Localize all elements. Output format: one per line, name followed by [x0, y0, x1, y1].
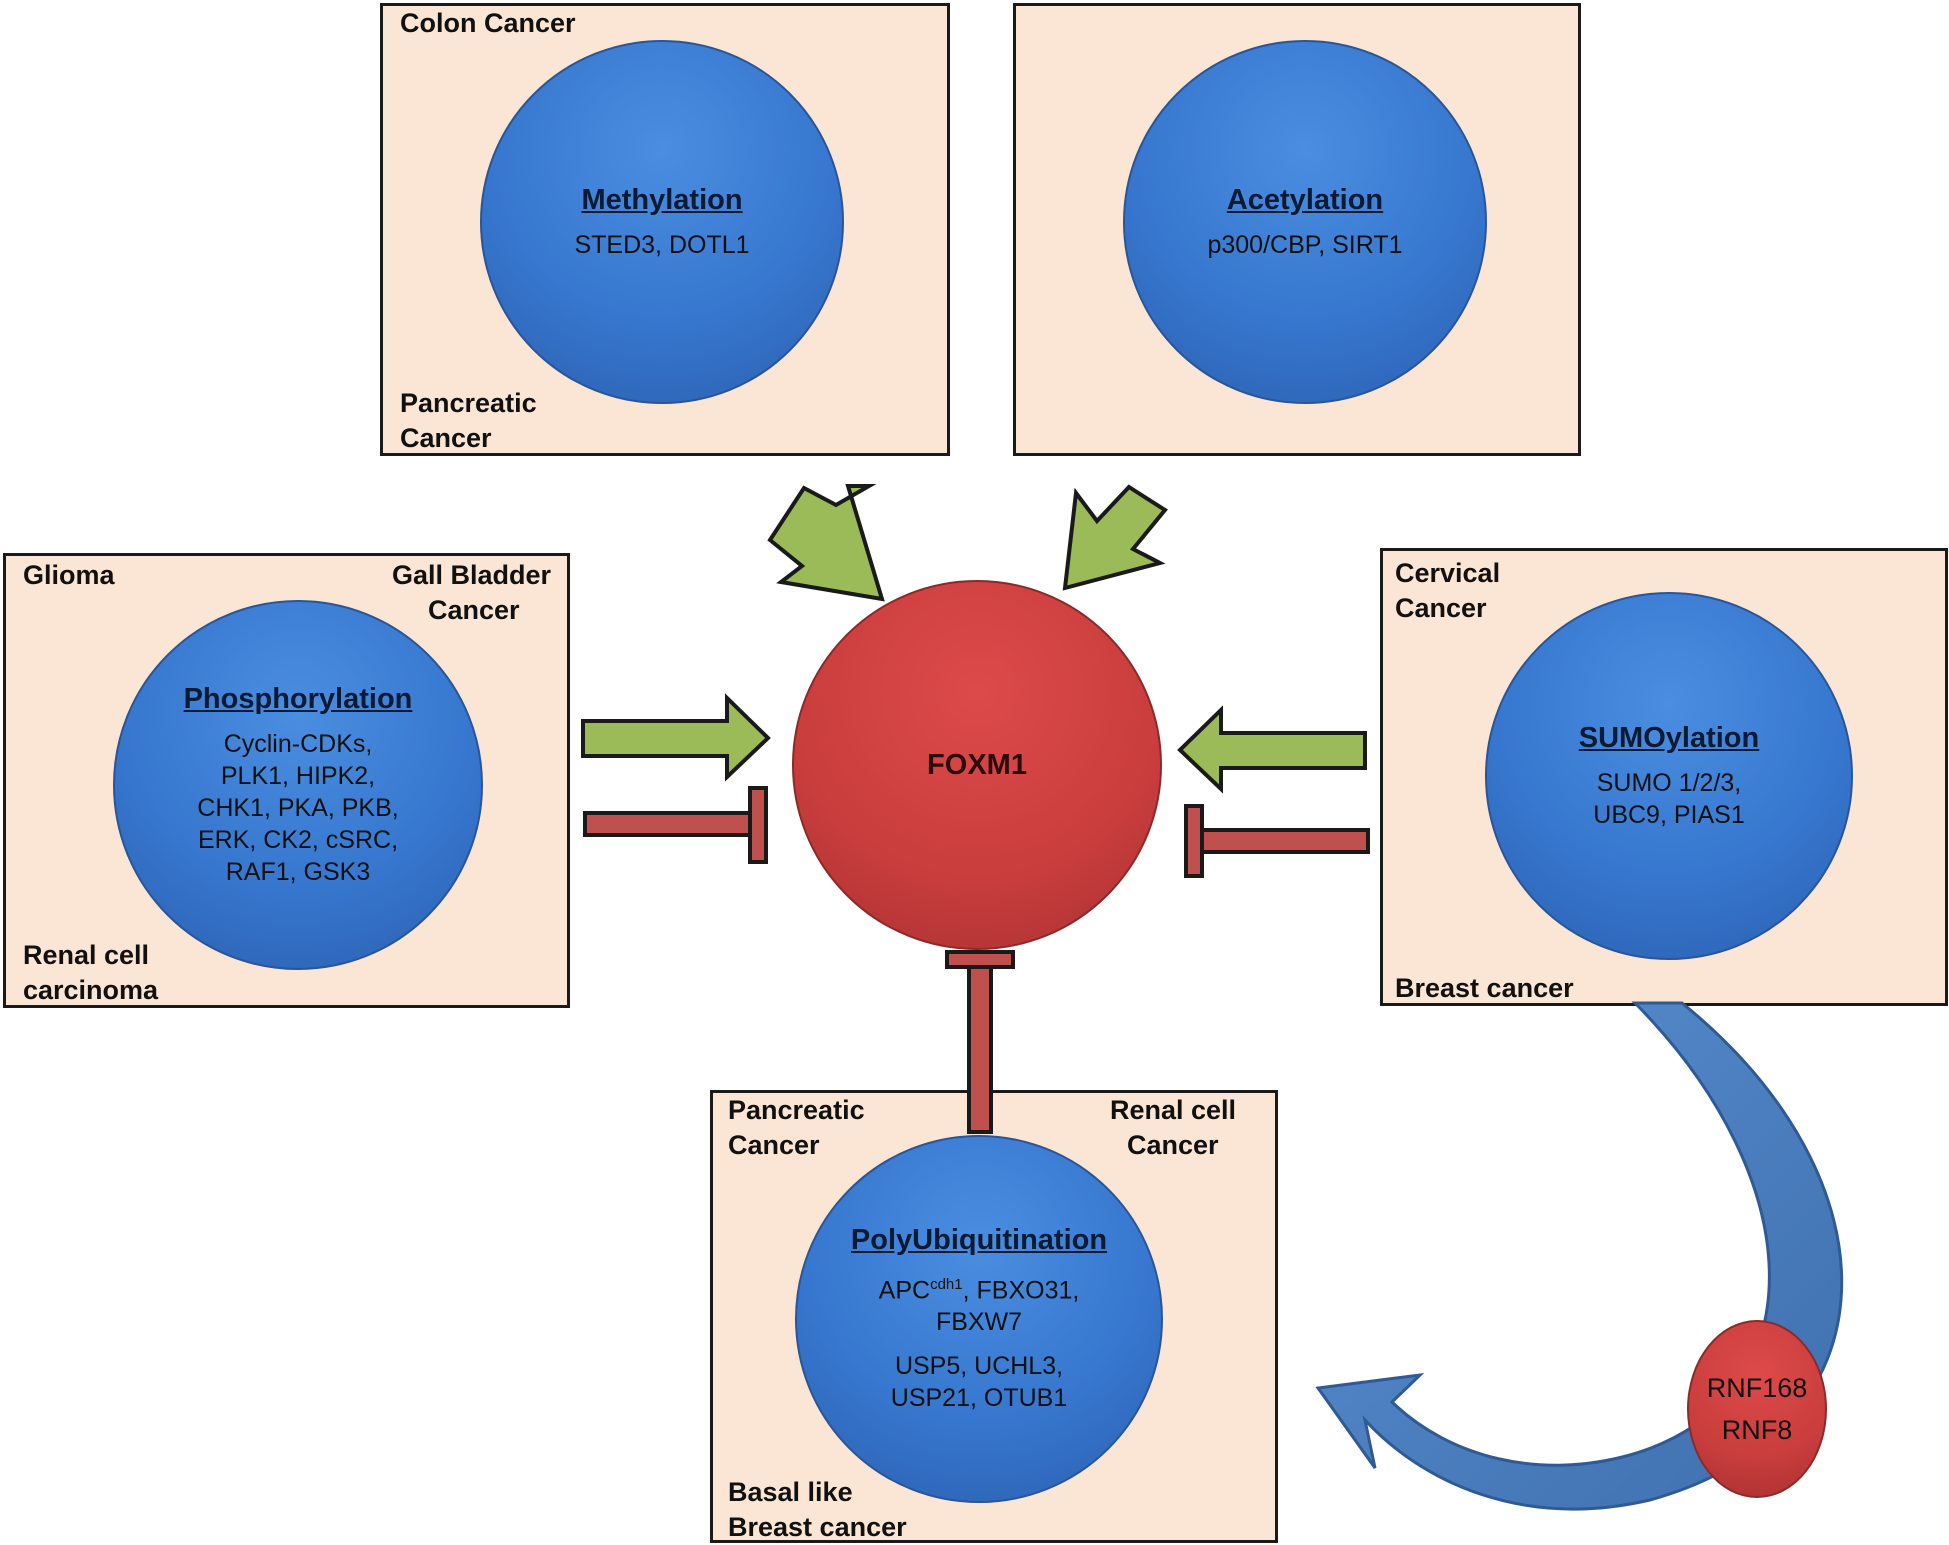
polyubiquitination-inhibition-bar	[945, 950, 1015, 1134]
enzyme-line: p300/CBP, SIRT1	[1207, 230, 1403, 259]
cancer-label: Renal cell	[23, 940, 150, 970]
node-title: PolyUbiquitination	[850, 1223, 1108, 1256]
enzyme-line: CHK1, PKA, PKB,	[197, 793, 399, 822]
cancer-label: Cancer	[400, 423, 492, 453]
sumoylation-activation-arrow	[1177, 705, 1367, 794]
enzyme-line: ERK, CK2, cSRC,	[197, 825, 399, 854]
mediator-label: RNF8	[1721, 1415, 1793, 1445]
foxm1-label: FOXM1	[927, 748, 1027, 781]
cancer-label: Breast cancer	[1395, 973, 1574, 1003]
cancer-label: carcinoma	[23, 975, 159, 1005]
cancer-label: Renal cell	[1110, 1095, 1237, 1125]
cancer-label: Pancreatic	[728, 1095, 865, 1125]
enzyme-line: STED3, DOTL1	[574, 230, 750, 259]
cancer-label: Basal like	[728, 1477, 853, 1507]
methylation-activation-arrow	[767, 484, 885, 602]
enzyme-line: UBC9, PIAS1	[1593, 800, 1745, 829]
sumoylation-node: SUMOylation SUMO 1/2/3, UBC9, PIAS1	[1485, 592, 1853, 960]
cancer-label: Cancer	[1395, 593, 1487, 623]
enzyme-line: Cyclin-CDKs,	[223, 729, 373, 758]
cancer-label: Breast cancer	[728, 1512, 907, 1542]
node-title: SUMOylation	[1578, 721, 1760, 754]
phosphorylation-node: Phosphorylation Cyclin-CDKs, PLK1, HIPK2…	[113, 600, 483, 970]
mediator-label: RNF168	[1706, 1373, 1808, 1403]
node-title: Phosphorylation	[183, 682, 413, 715]
phosphorylation-activation-arrow	[581, 693, 771, 782]
enzyme-line: PLK1, HIPK2,	[220, 761, 376, 790]
cancer-label: Cancer	[1127, 1130, 1219, 1160]
acetylation-node: Acetylation p300/CBP, SIRT1	[1123, 40, 1487, 404]
rnf-mediator-node: RNF168 RNF8	[1687, 1320, 1827, 1498]
apc-rest: , FBXO31,	[962, 1276, 1080, 1305]
enzyme-line: SUMO 1/2/3,	[1596, 768, 1742, 797]
deubiquitinase-line: USP21, OTUB1	[890, 1384, 1068, 1413]
cancer-label: Cancer	[728, 1130, 820, 1160]
node-title: Methylation	[581, 183, 743, 216]
enzyme-line: RAF1, GSK3	[225, 857, 371, 886]
cancer-label: Pancreatic	[400, 388, 537, 418]
cancer-label: Cancer	[428, 595, 520, 625]
foxm1-node: FOXM1	[792, 580, 1162, 950]
phosphorylation-inhibition-bar	[583, 786, 768, 864]
cancer-label: Glioma	[23, 560, 115, 590]
crosstalk-flow-arrow	[1315, 1001, 1844, 1511]
cancer-label: Gall Bladder	[392, 560, 552, 590]
polyubiquitination-node: PolyUbiquitination APCcdh1, FBXO31, FBXW…	[795, 1135, 1163, 1503]
sumoylation-inhibition-bar	[1184, 804, 1370, 878]
enzyme-line-apc: APCcdh1, FBXO31,	[879, 1269, 1080, 1306]
methylation-node: Methylation STED3, DOTL1	[480, 40, 844, 404]
node-title: Acetylation	[1226, 183, 1384, 216]
apc-superscript: cdh1	[930, 1275, 963, 1293]
acetylation-activation-arrow	[1062, 484, 1168, 591]
deubiquitinase-line: USP5, UCHL3,	[894, 1352, 1064, 1381]
enzyme-line: FBXW7	[935, 1308, 1023, 1337]
cancer-label: Colon Cancer	[400, 8, 576, 38]
cancer-label: Cervical	[1395, 558, 1501, 588]
apc-name: APC	[878, 1276, 931, 1305]
